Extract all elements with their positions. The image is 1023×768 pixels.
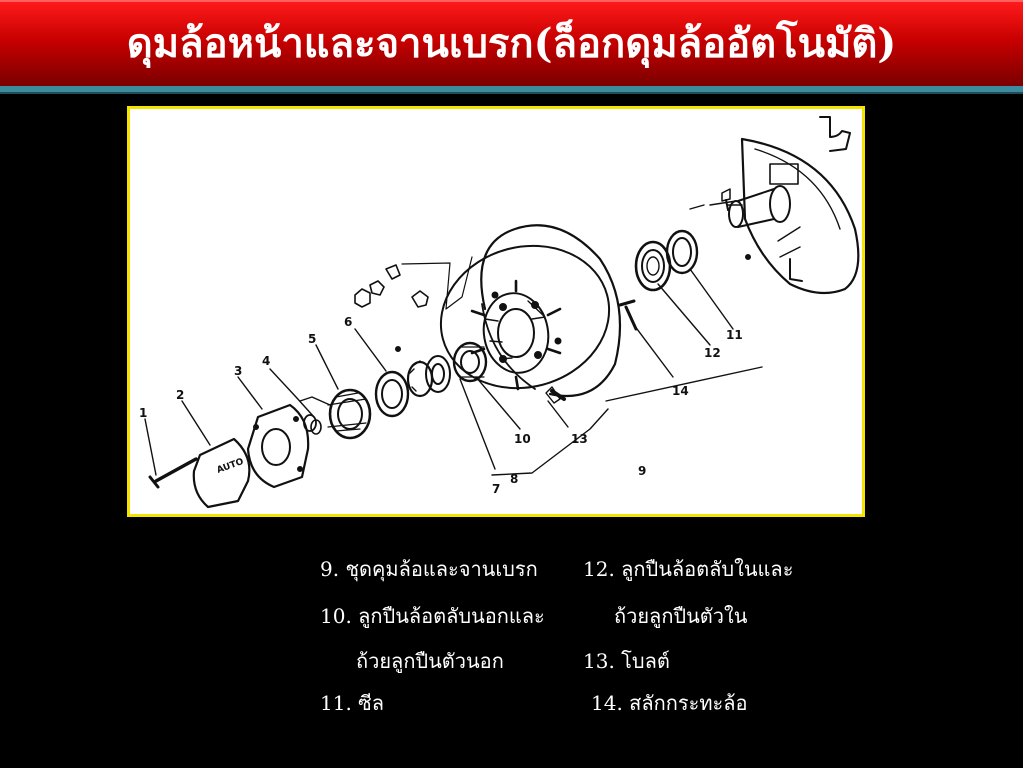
hub-badge-text: AUTO: [216, 457, 246, 476]
spindle-part: [689, 185, 791, 260]
callout-13: 13: [571, 432, 588, 446]
title-bar: ดุมล้อหน้าและจานเบรก(ล็อกดุมล้ออัตโนมัติ…: [0, 0, 1023, 86]
callout-11: 11: [726, 328, 743, 342]
knuckle-bolt-part: [725, 199, 743, 211]
callout-2: 2: [176, 388, 184, 402]
callout-14: 14: [672, 384, 689, 398]
hub-body-part: [246, 403, 310, 489]
legend-item-12: 12. ลูกปืนล้อตลับในและ: [583, 557, 794, 581]
diagram-frame: AUTO 1 2 3 4 5 6 7 8 9 10 11: [127, 106, 865, 517]
callout-labels: 1 2 3 4 5 6 7 8 9 10 11 12 13 14: [139, 315, 743, 496]
gasket-part: [374, 370, 410, 418]
legend-item-10: 10. ลูกปืนล้อตลับนอกและ: [320, 604, 545, 628]
exploded-hub-diagram: AUTO 1 2 3 4 5 6 7 8 9 10 11: [139, 116, 860, 509]
outer-bearing-part: [452, 341, 488, 383]
bolt-part: [545, 386, 566, 404]
callout-5: 5: [308, 332, 316, 346]
callout-8: 8: [510, 472, 518, 486]
callout-4: 4: [262, 354, 270, 368]
leader-lines: [144, 256, 763, 476]
inner-bearing-part: [634, 240, 672, 292]
legend-item-11: 11. ซีล: [320, 691, 384, 715]
legend-item-13: 13. โบลต์: [583, 649, 670, 673]
locking-hub-part: [327, 388, 372, 440]
callout-9: 9: [638, 464, 646, 478]
callout-3: 3: [234, 364, 242, 378]
hub-cover-part: AUTO: [192, 437, 251, 509]
legend-item-12-cont: ถ้วยลูกปืนตัวใน: [614, 604, 748, 628]
title-divider-shadow: [0, 92, 1023, 94]
disc-rotor-part: [439, 224, 622, 398]
oil-seal-part: [665, 229, 699, 275]
slide-title: ดุมล้อหน้าและจานเบรก(ล็อกดุมล้ออัตโนมัติ…: [126, 20, 897, 67]
callout-12: 12: [704, 346, 721, 360]
callout-1: 1: [139, 406, 147, 420]
callout-6: 6: [344, 315, 352, 329]
cover-bolt-part: [148, 457, 198, 489]
legend-item-14: 14. สลักกระทะล้อ: [591, 691, 748, 715]
legend-item-9: 9. ชุดคุมล้อและจานเบรก: [320, 557, 538, 581]
hub-part: [470, 279, 562, 391]
title-divider: [0, 86, 1023, 92]
callout-10: 10: [514, 432, 531, 446]
legend-item-10-cont: ถ้วยลูกปืนตัวนอก: [356, 649, 504, 673]
callout-7: 7: [492, 482, 500, 496]
nut-part: [354, 264, 429, 308]
backing-plate-part: [740, 116, 860, 295]
lock-nut-part: [395, 346, 434, 398]
